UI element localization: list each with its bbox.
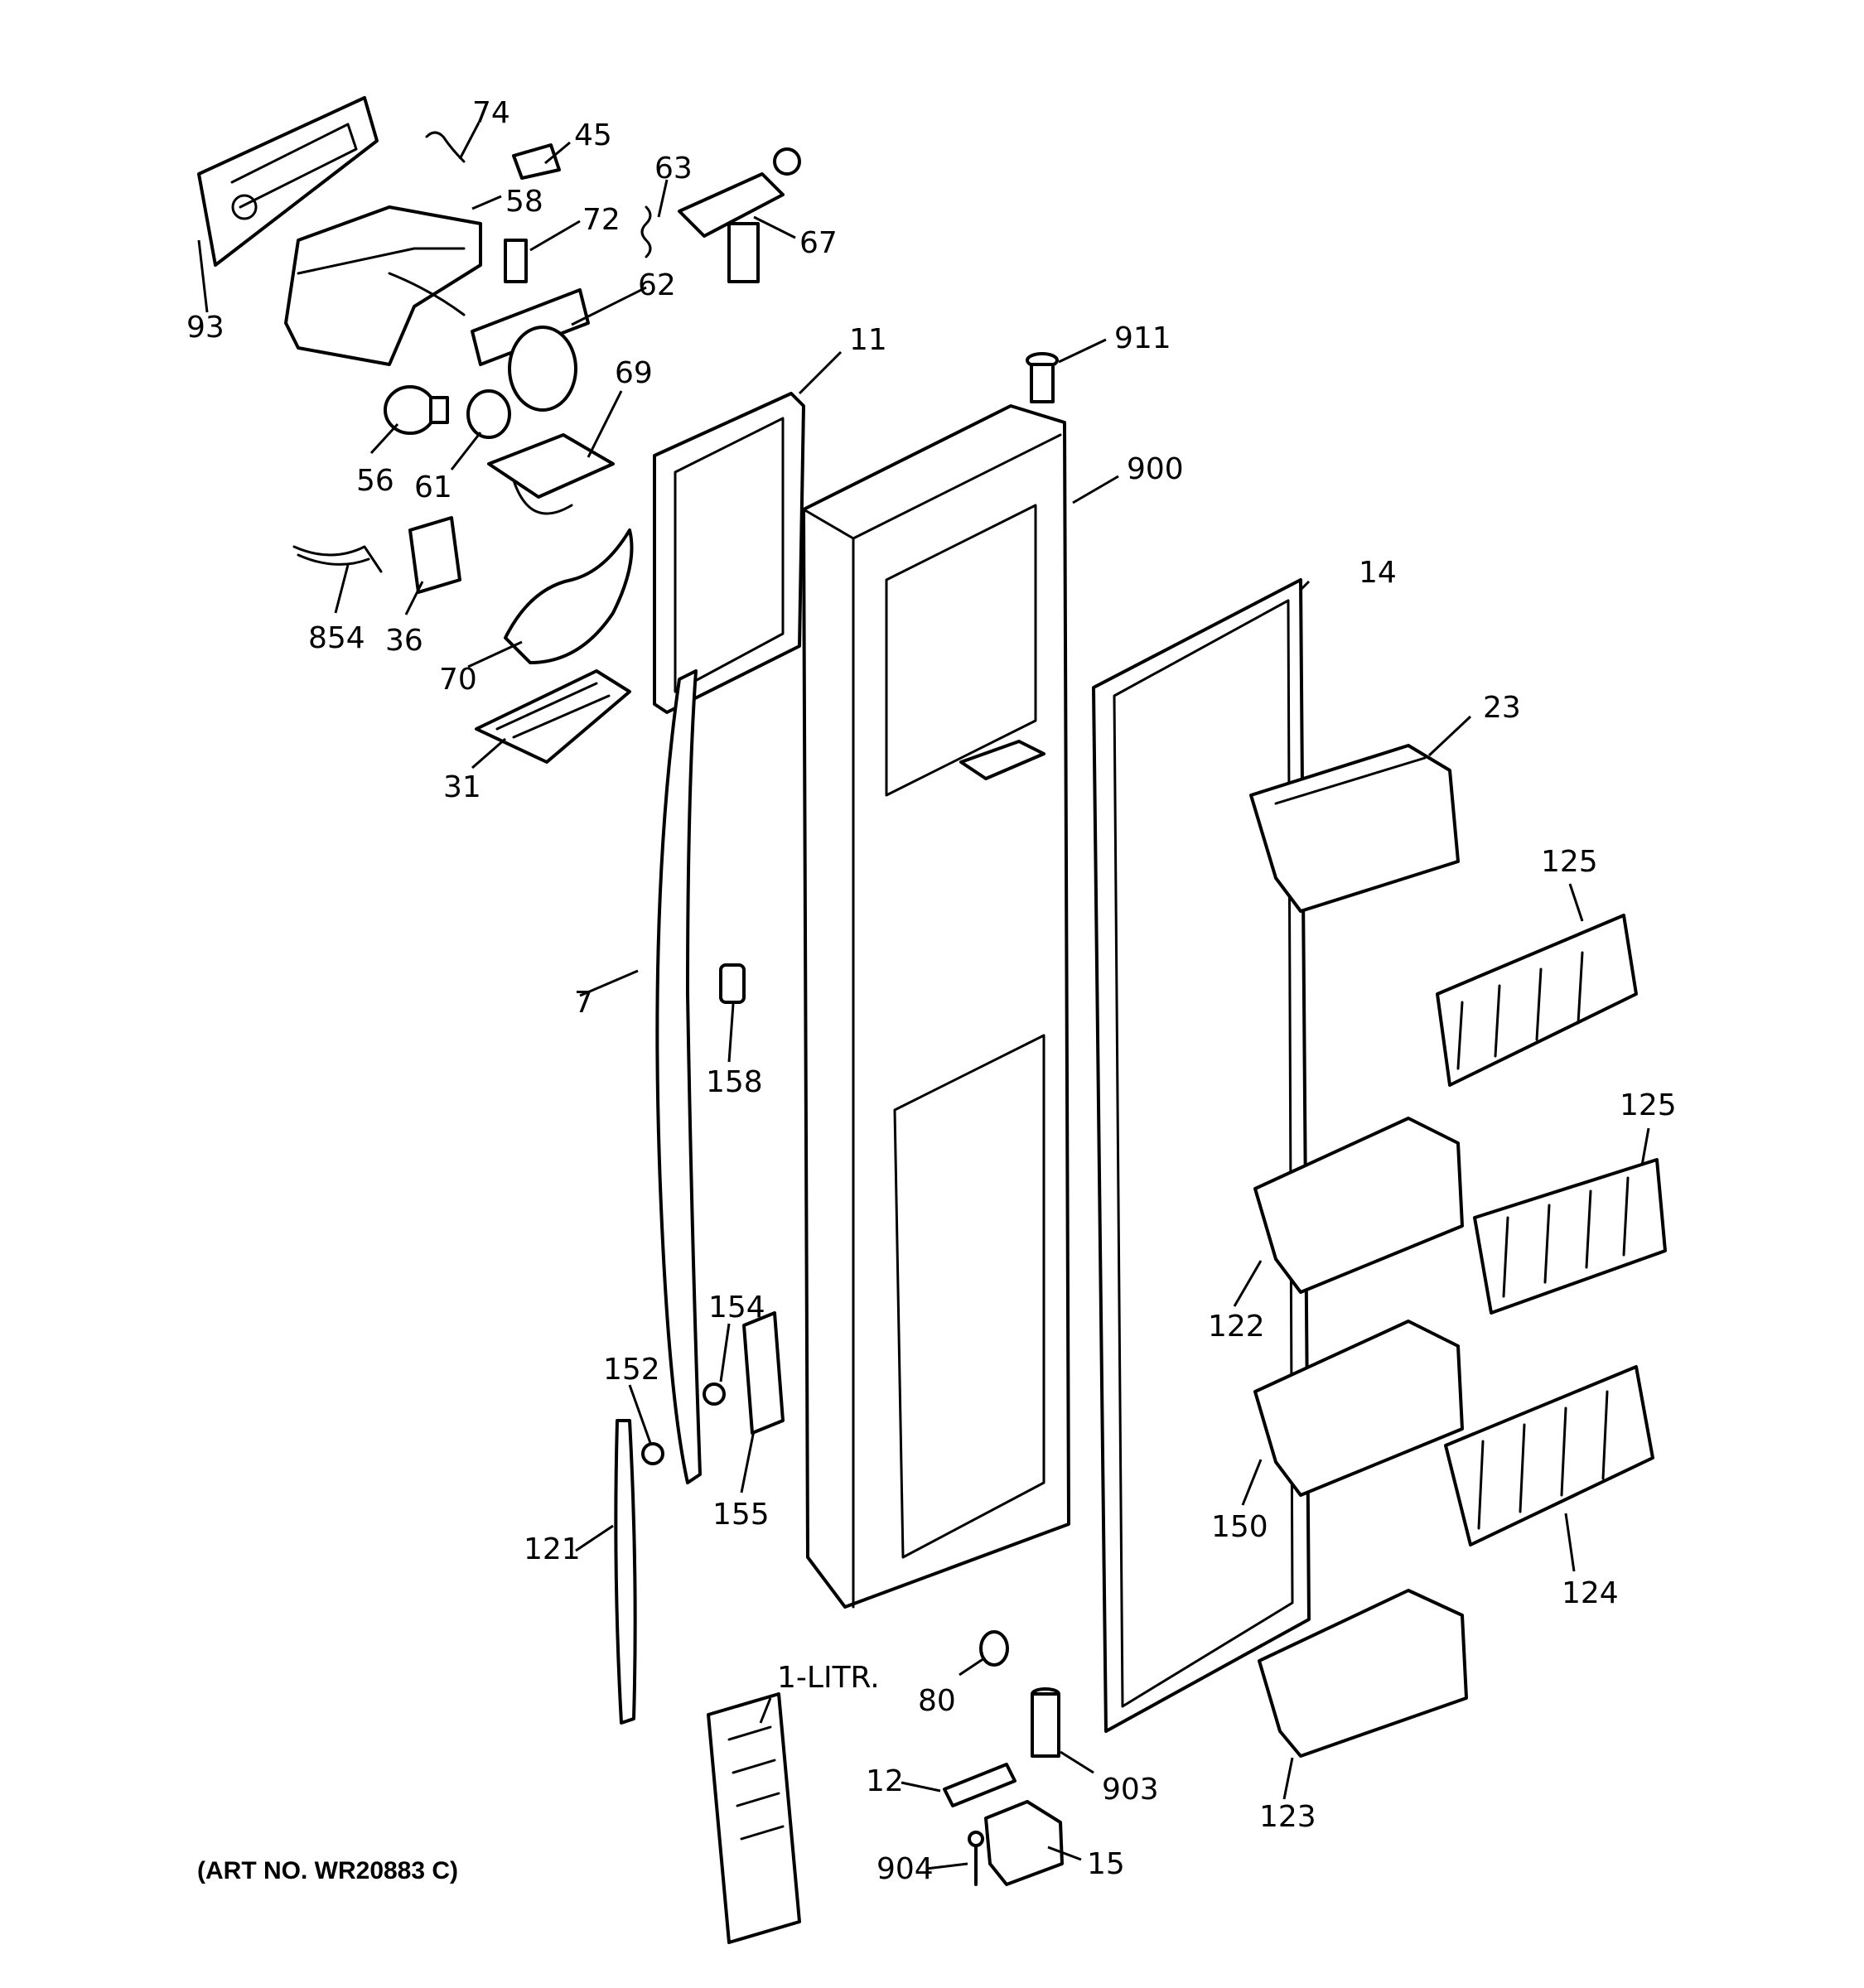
callout-154: 154 bbox=[708, 1291, 765, 1325]
callout-69: 69 bbox=[615, 356, 653, 390]
part-93-control-panel bbox=[197, 96, 379, 267]
part-152-screw bbox=[641, 1442, 664, 1465]
callout-155: 155 bbox=[712, 1498, 770, 1532]
part-123-door-bin bbox=[1258, 1589, 1468, 1758]
part-154-screw bbox=[703, 1382, 726, 1406]
callout-14: 14 bbox=[1359, 556, 1397, 590]
part-11-dispenser-frame bbox=[653, 392, 805, 714]
callout-123: 123 bbox=[1259, 1800, 1316, 1834]
callout-23: 23 bbox=[1483, 691, 1521, 725]
part-63-spring bbox=[640, 205, 652, 258]
part-56-auger-motor bbox=[384, 385, 449, 435]
callout-124: 124 bbox=[1562, 1576, 1619, 1610]
callout-70: 70 bbox=[439, 663, 477, 697]
callout-56: 56 bbox=[356, 464, 394, 498]
part-124-shelf bbox=[1444, 1365, 1654, 1546]
part-72-switch bbox=[504, 239, 528, 283]
part-7-handle bbox=[655, 669, 702, 1484]
part-61-cam bbox=[466, 389, 511, 439]
callout-11: 11 bbox=[849, 323, 887, 357]
part-67-actuator bbox=[678, 147, 801, 283]
part-74-spring bbox=[425, 131, 466, 163]
callout-72: 72 bbox=[582, 203, 621, 237]
part-911-bushing bbox=[1026, 352, 1059, 403]
callout-904: 904 bbox=[876, 1852, 934, 1886]
callout-900: 900 bbox=[1127, 452, 1184, 486]
callout-80: 80 bbox=[918, 1684, 956, 1718]
callout-158: 158 bbox=[706, 1065, 763, 1099]
callout-854: 854 bbox=[308, 621, 365, 655]
part-58-dispenser-housing bbox=[284, 205, 482, 366]
callout-31: 31 bbox=[443, 770, 481, 804]
part-62-funnel bbox=[471, 288, 590, 412]
part-80-plug bbox=[979, 1630, 1009, 1667]
part-854-wire-harness bbox=[292, 545, 383, 573]
part-150-door-bin bbox=[1253, 1320, 1464, 1497]
callout-45: 45 bbox=[574, 118, 612, 152]
part-31-grille bbox=[475, 669, 631, 764]
part-36-bracket bbox=[408, 516, 461, 594]
art-number-label: (ART NO. WR20883 C) bbox=[197, 1857, 458, 1884]
part-125-shelf-lower bbox=[1473, 1158, 1667, 1315]
callout-58: 58 bbox=[505, 185, 543, 219]
callout-63: 63 bbox=[654, 152, 693, 186]
callout-12: 12 bbox=[866, 1764, 904, 1798]
part-70-duct bbox=[504, 528, 634, 664]
callout-903: 903 bbox=[1102, 1773, 1159, 1807]
part-69-chute bbox=[487, 433, 615, 515]
part-1-litr-booklet bbox=[707, 1692, 801, 1944]
callout-7: 7 bbox=[574, 986, 593, 1020]
part-12-hinge-bracket bbox=[943, 1763, 1017, 1807]
callout-93: 93 bbox=[186, 311, 225, 345]
callout-1-litr: 1-LITR. bbox=[777, 1661, 880, 1695]
callout-911: 911 bbox=[1114, 321, 1171, 355]
part-903-bushing bbox=[1031, 1687, 1060, 1758]
callout-150: 150 bbox=[1211, 1510, 1268, 1544]
callout-125-upper: 125 bbox=[1541, 845, 1598, 879]
part-155-hinge-cover bbox=[742, 1311, 785, 1435]
callout-125-lower: 125 bbox=[1620, 1088, 1677, 1122]
callout-36: 36 bbox=[385, 624, 423, 658]
part-900-freezer-door bbox=[802, 404, 1070, 1609]
callout-152: 152 bbox=[603, 1353, 660, 1387]
part-158-cap bbox=[719, 963, 746, 1004]
leader-lines bbox=[197, 122, 1650, 1870]
part-122-door-bin bbox=[1253, 1117, 1464, 1294]
callout-62: 62 bbox=[638, 268, 676, 302]
part-23-door-bin bbox=[1249, 744, 1460, 913]
callout-67: 67 bbox=[799, 226, 838, 260]
part-121-handle-trim bbox=[614, 1419, 637, 1725]
callout-labels: 74 45 63 58 72 67 93 62 11 911 69 56 61 … bbox=[186, 96, 1677, 1886]
callout-15: 15 bbox=[1087, 1847, 1125, 1881]
callout-121: 121 bbox=[524, 1532, 581, 1566]
callout-61: 61 bbox=[414, 470, 452, 504]
part-14-door-gasket bbox=[1092, 578, 1311, 1733]
part-15-hinge bbox=[984, 1800, 1064, 1886]
callout-122: 122 bbox=[1208, 1310, 1265, 1344]
part-125-shelf-upper bbox=[1436, 914, 1638, 1087]
part-45-bracket bbox=[512, 143, 561, 180]
callout-74: 74 bbox=[472, 96, 510, 130]
part-904-screw bbox=[968, 1831, 984, 1886]
